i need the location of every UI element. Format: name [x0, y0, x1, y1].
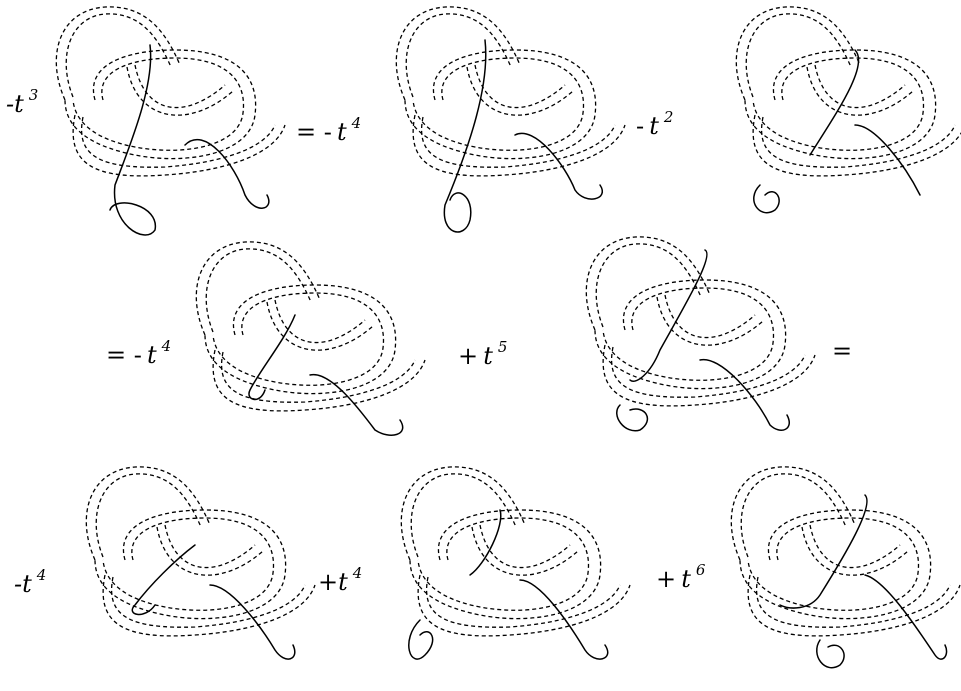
knot-diagram-7: [401, 467, 630, 659]
term-2-base: t: [337, 118, 347, 146]
term-2-op: = -: [296, 118, 332, 146]
term-3-op: -: [636, 112, 644, 140]
knot-diagram-4: [196, 242, 425, 435]
term-5-exp: 5: [498, 338, 508, 356]
term-4-base: t: [147, 341, 157, 369]
term-3-exp: 2: [664, 108, 674, 126]
term-6: =: [832, 337, 852, 365]
term-4-op: = -: [106, 341, 142, 369]
term-5-base: t: [483, 342, 493, 370]
knot-diagram-3: [736, 7, 961, 213]
term-9-exp: 6: [696, 561, 706, 579]
term-9-op: +: [656, 565, 676, 593]
term-1-exp: 3: [29, 86, 39, 104]
term-8-base: t: [338, 568, 348, 596]
term-7-base: -t: [14, 570, 32, 598]
knot-diagram-8: [731, 467, 960, 668]
term-7-exp: 4: [37, 566, 47, 584]
term-1-base: -t: [6, 90, 24, 118]
term-2-exp: 4: [352, 114, 362, 132]
term-9-base: t: [681, 565, 691, 593]
term-8-op: +: [318, 568, 338, 596]
knot-diagram-5: [586, 237, 815, 431]
term-8-exp: 4: [353, 564, 363, 582]
term-4-exp: 4: [162, 337, 172, 355]
knot-diagram-6: [86, 467, 315, 659]
term-3-base: t: [649, 112, 659, 140]
term-5-op: +: [458, 342, 478, 370]
term-6-op: =: [832, 337, 852, 365]
knot-diagram-1: [56, 7, 285, 235]
knot-diagram-2: [396, 7, 625, 232]
